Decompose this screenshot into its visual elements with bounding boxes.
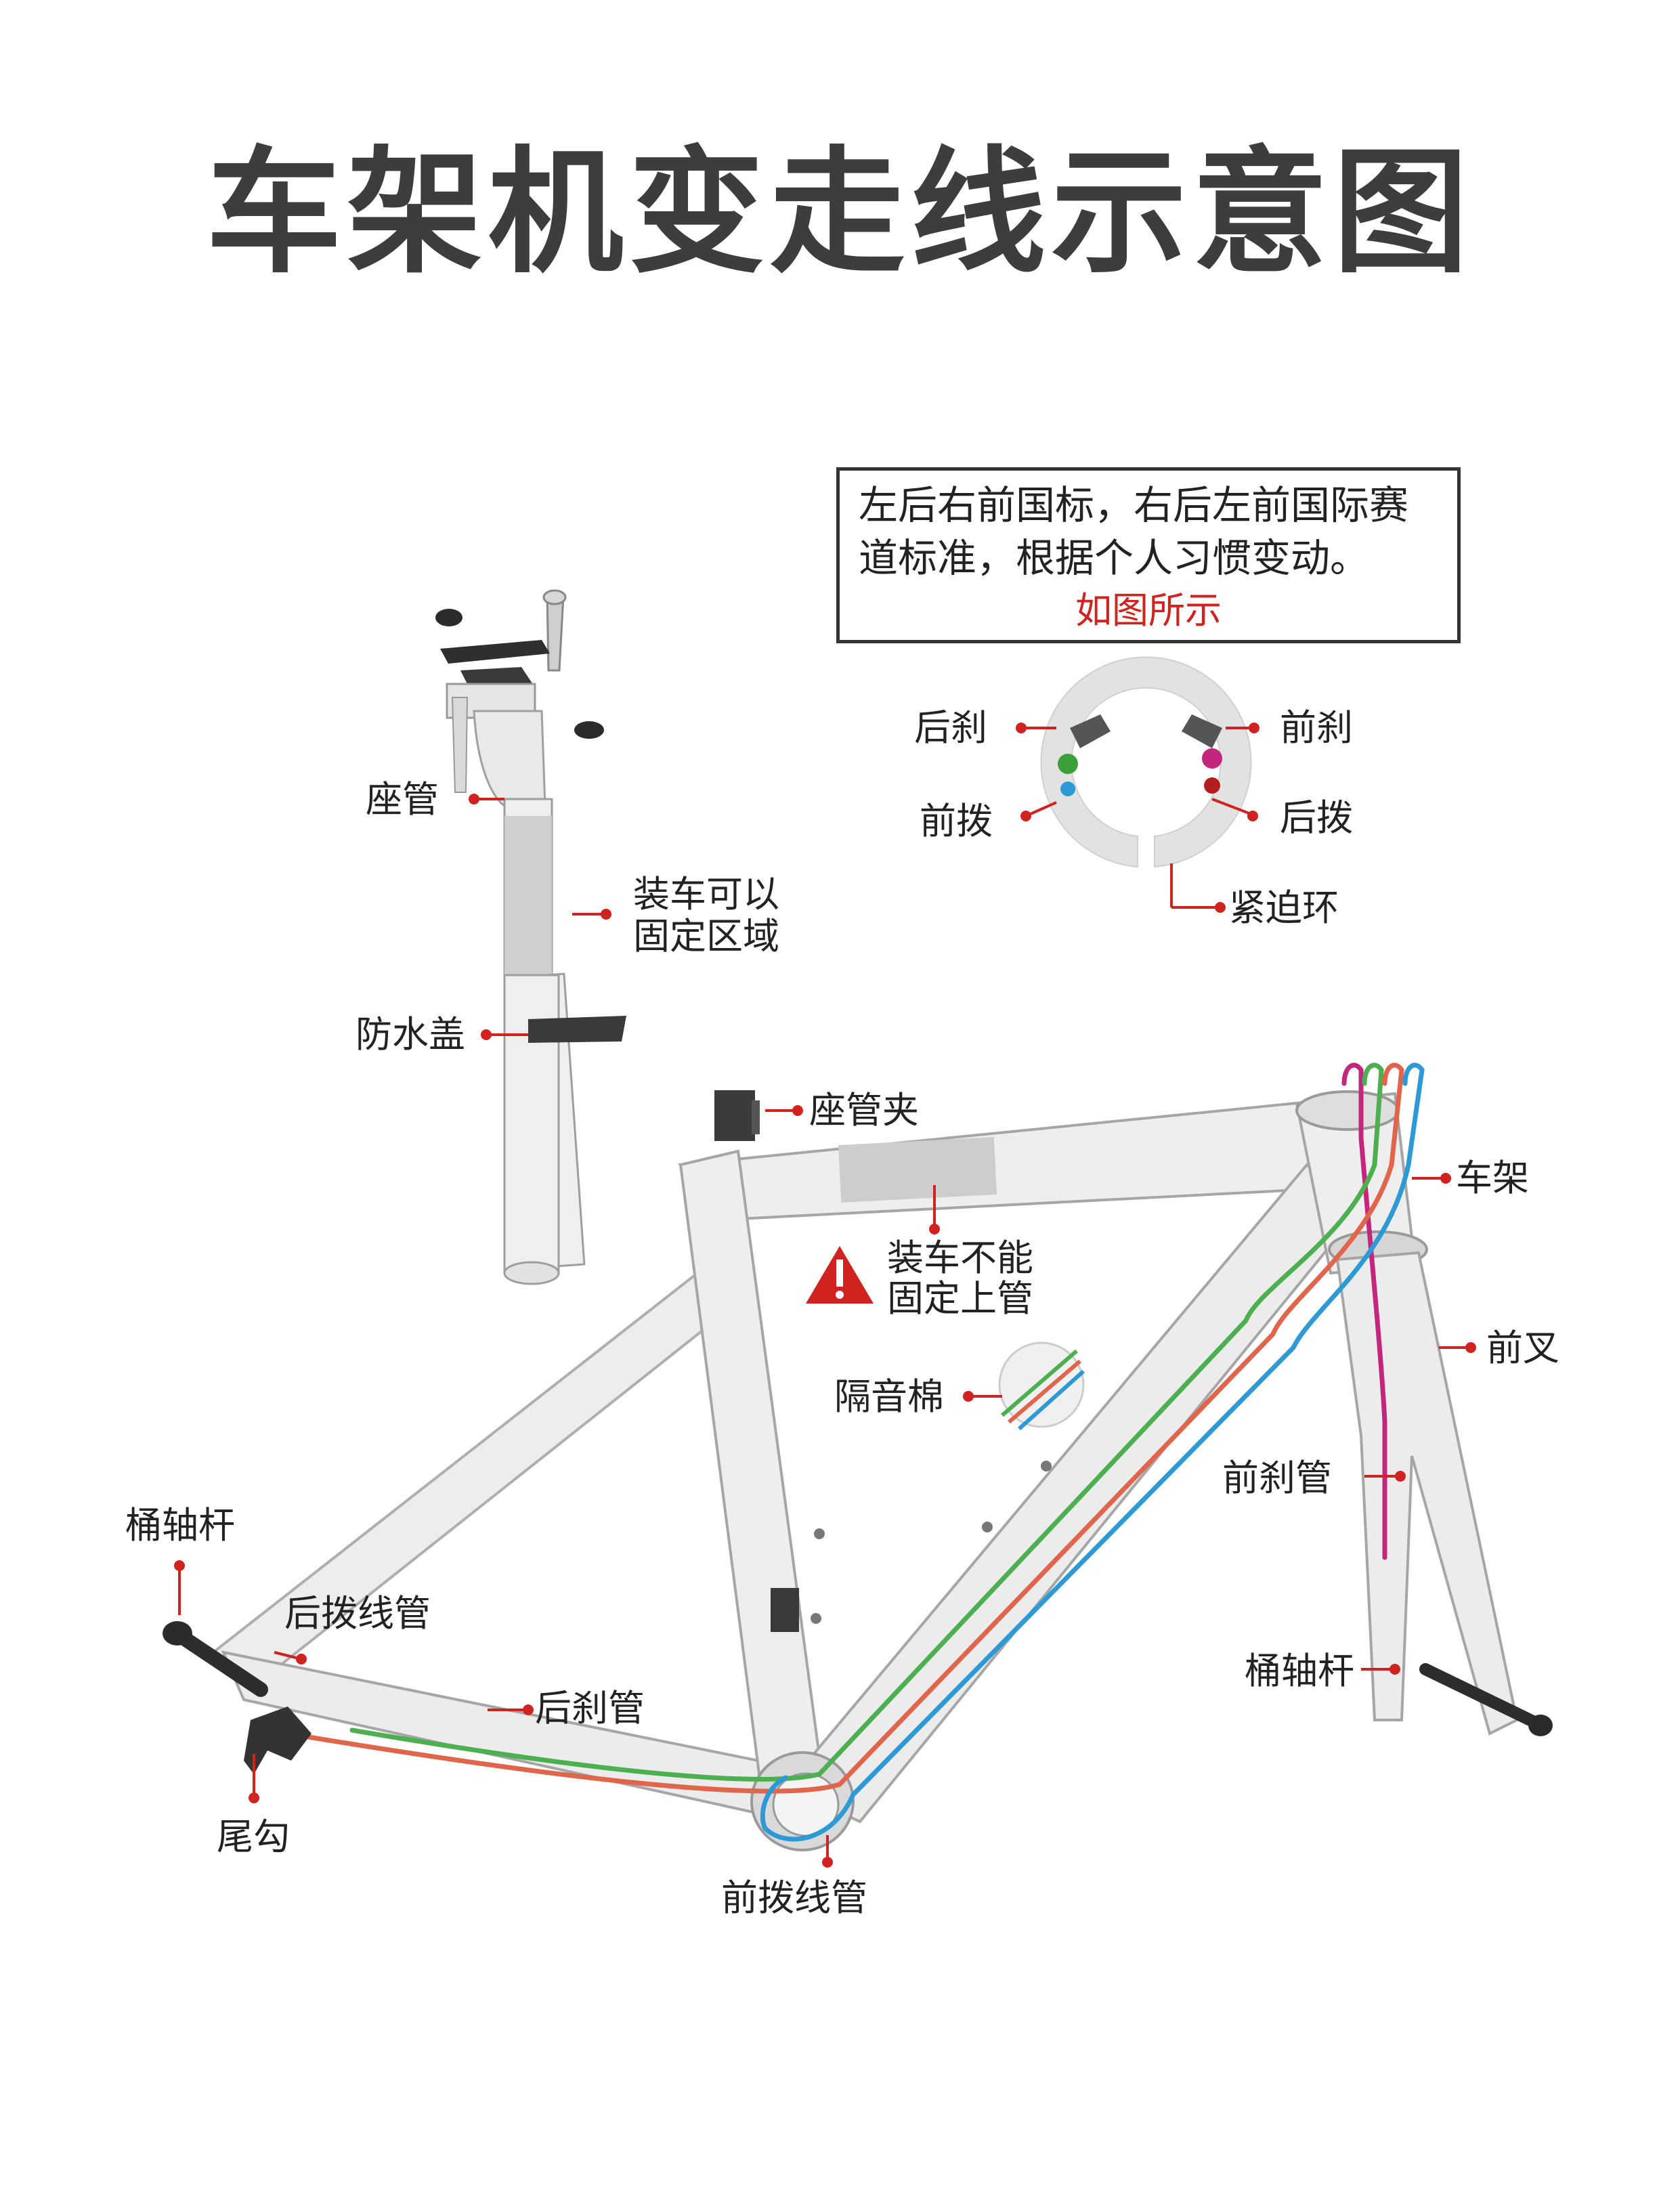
seat-post	[474, 711, 584, 1284]
label-ring-rear-brake: 后刹	[914, 706, 987, 750]
label-waterproof-cap: 防水盖	[356, 1012, 465, 1057]
label-mount-zone-1: 装车可以	[633, 872, 779, 917]
front-fork	[1337, 1253, 1517, 1734]
label-hanger: 尾勾	[217, 1815, 290, 1860]
label-no-mount-1: 装车不能	[887, 1236, 1033, 1281]
label-front-brake-tube: 前刹管	[1222, 1456, 1332, 1501]
label-mount-zone-2: 固定区域	[633, 914, 779, 959]
label-thru-axle-rear: 桶轴杆	[125, 1503, 235, 1548]
clamp-ring	[1041, 658, 1251, 867]
label-ring-rear-derailleur: 后拨	[1280, 796, 1353, 840]
label-ring-clamp: 紧迫环	[1229, 886, 1339, 930]
label-front-derailleur-tube: 前拨线管	[721, 1876, 867, 1920]
label-seat-clamp: 座管夹	[809, 1088, 919, 1133]
label-ring-front-derailleur: 前拨	[920, 799, 993, 844]
seat-clamp	[714, 1090, 760, 1141]
label-frame: 车架	[1456, 1156, 1529, 1201]
label-ring-front-brake: 前刹	[1280, 706, 1353, 750]
label-thru-axle-front: 桶轴杆	[1245, 1649, 1354, 1694]
label-foam: 隔音棉	[834, 1375, 944, 1419]
waterproof-cap	[528, 1016, 626, 1043]
label-rear-brake-tube: 后刹管	[535, 1686, 645, 1731]
foam-detail	[999, 1343, 1083, 1429]
label-no-mount-2: 固定上管	[887, 1276, 1033, 1321]
warning-icon	[806, 1246, 874, 1304]
label-fork: 前叉	[1486, 1326, 1559, 1371]
seatpost-assembly	[435, 590, 626, 1284]
label-seat-post: 座管	[366, 777, 439, 822]
label-rear-derailleur-tube: 后拨线管	[284, 1591, 431, 1636]
